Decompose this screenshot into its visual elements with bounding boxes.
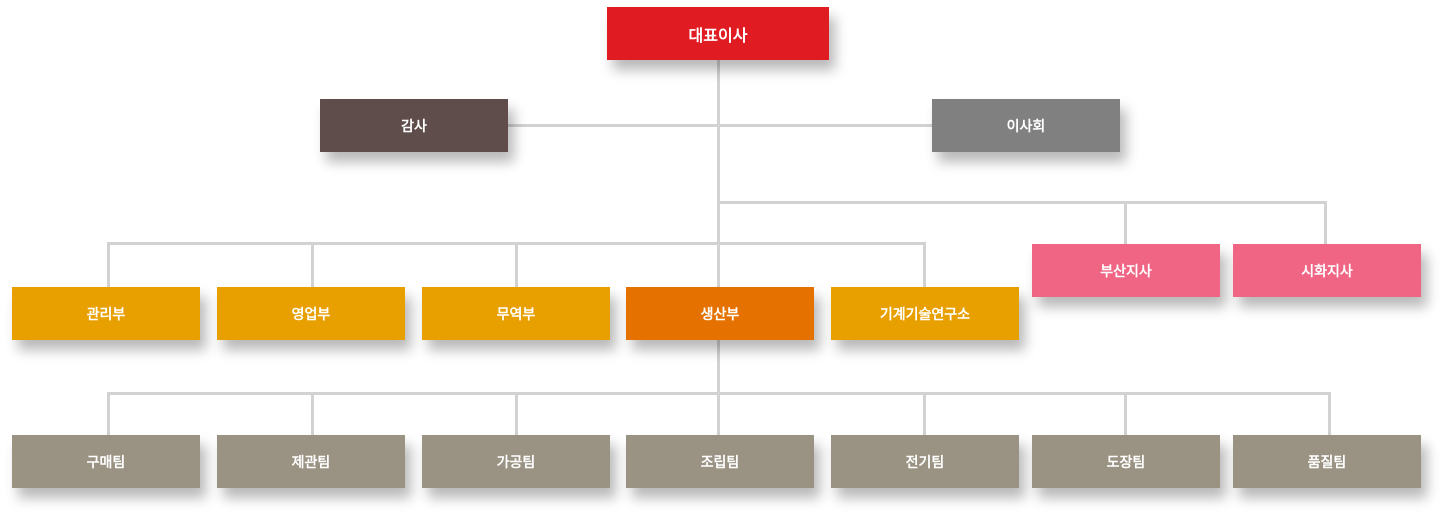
- connector-team-5: [923, 392, 926, 435]
- node-dept-management: 관리부: [12, 287, 200, 340]
- connector-teams: [107, 392, 1331, 395]
- node-team-assembly: 조립팀: [626, 435, 814, 488]
- node-branch-sihwa: 시화지사: [1233, 244, 1421, 297]
- connector-team-1: [107, 392, 110, 435]
- connector-main-trunk: [717, 60, 720, 436]
- node-branch-busan: 부산지사: [1032, 244, 1220, 297]
- node-board: 이사회: [932, 99, 1120, 152]
- node-team-purchasing: 구매팀: [12, 435, 200, 488]
- connector-branches: [717, 201, 1327, 204]
- node-ceo: 대표이사: [607, 7, 829, 60]
- connector-team-6: [1124, 392, 1127, 435]
- node-dept-production: 생산부: [626, 287, 814, 340]
- node-dept-rnd: 기계기술연구소: [831, 287, 1019, 340]
- connector-team-3: [515, 392, 518, 435]
- node-audit: 감사: [320, 99, 508, 152]
- connector-audit-board: [508, 124, 932, 127]
- connector-dept-5: [923, 242, 926, 287]
- node-dept-sales: 영업부: [217, 287, 405, 340]
- node-team-machining: 가공팀: [422, 435, 610, 488]
- connector-branch-2: [1324, 201, 1327, 244]
- connector-branch-1: [1124, 201, 1127, 244]
- connector-team-7: [1328, 392, 1331, 435]
- node-team-electrical: 전기팀: [831, 435, 1019, 488]
- connector-dept-1: [107, 242, 110, 287]
- node-team-fabrication: 제관팀: [217, 435, 405, 488]
- connector-dept-2: [311, 242, 314, 287]
- connector-dept-3: [515, 242, 518, 287]
- node-team-painting: 도장팀: [1032, 435, 1220, 488]
- node-dept-trade: 무역부: [422, 287, 610, 340]
- connector-team-2: [311, 392, 314, 435]
- node-team-quality: 품질팀: [1233, 435, 1421, 488]
